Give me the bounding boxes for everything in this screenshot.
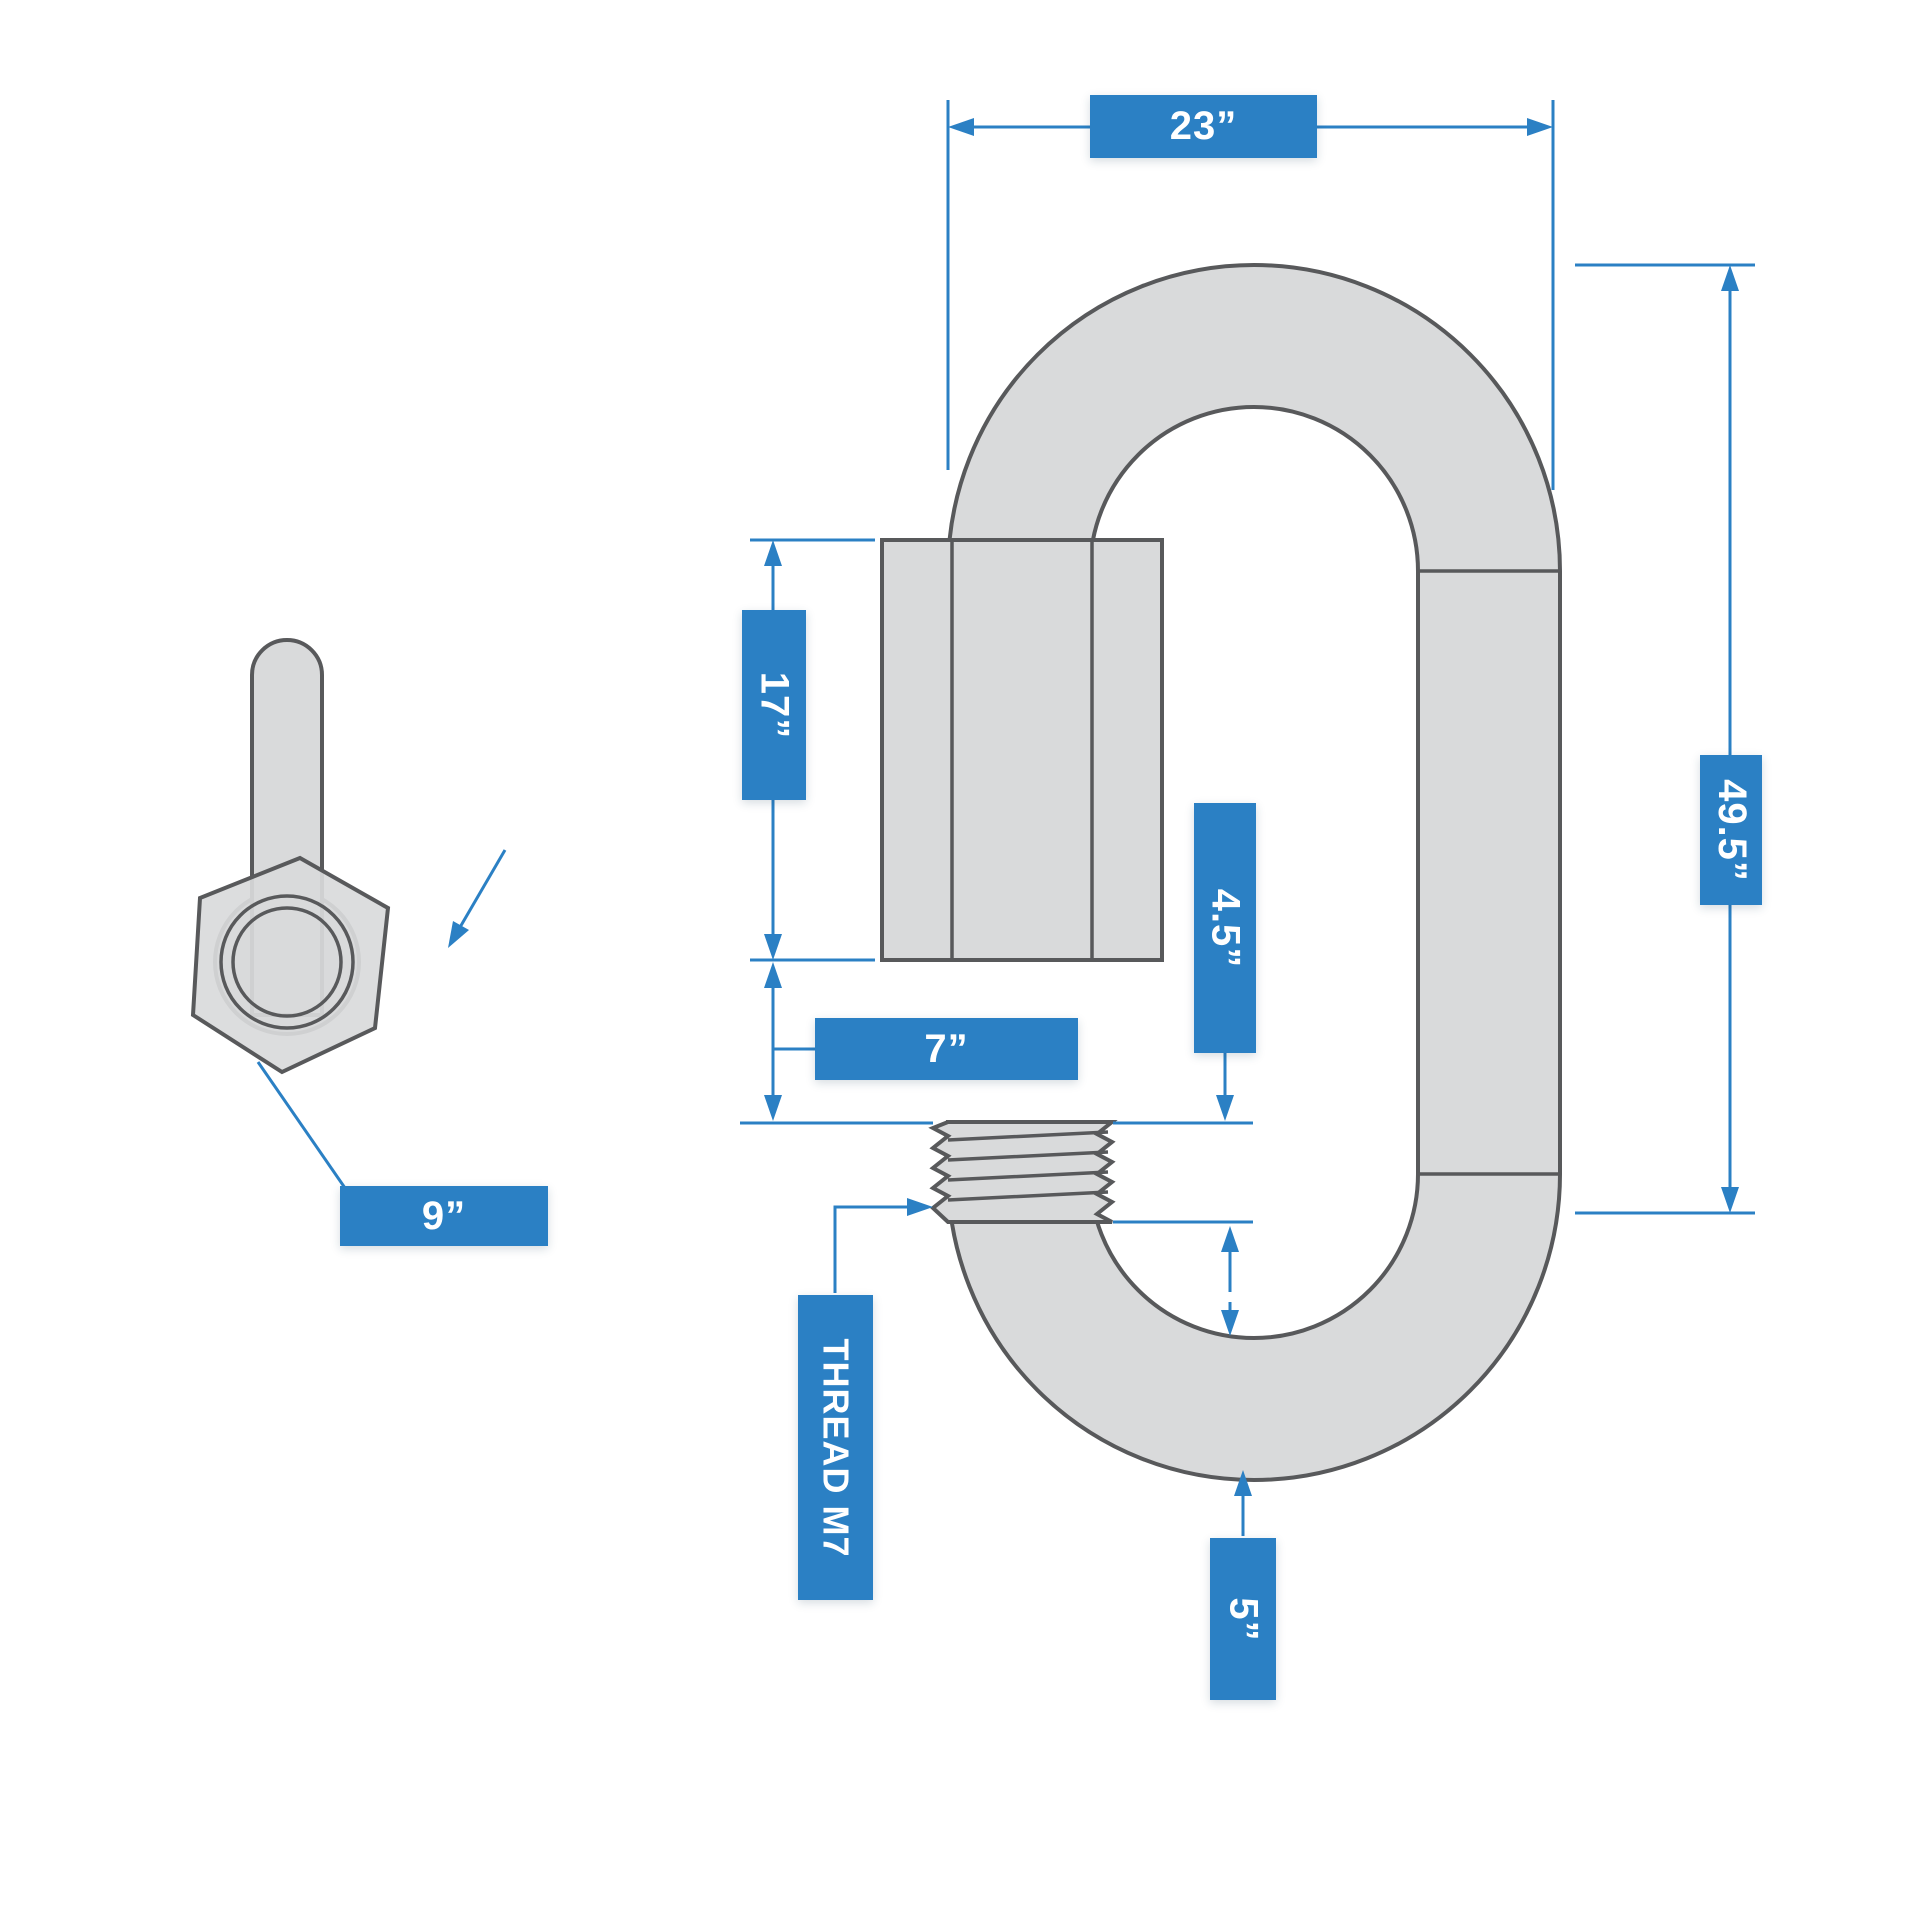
overall-length-label: 49.5” (1709, 778, 1754, 882)
thread-length-label: 4.5” (1203, 888, 1248, 968)
pin-length-label: 9” (421, 1193, 467, 1238)
badge-sleeve-length: 17” (742, 610, 806, 800)
badge-material-diameter: 5” (1210, 1538, 1276, 1700)
sleeve-length-label: 17” (752, 671, 797, 739)
material-diameter-label: 5” (1221, 1596, 1266, 1642)
nut-bore-ring (219, 894, 355, 1030)
thread-section (928, 1120, 1118, 1224)
dim-overall-length (1575, 263, 1755, 1215)
dim-material-diameter (1221, 1302, 1252, 1536)
thread-ridges (947, 1130, 1109, 1202)
overall-width-label: 23” (1169, 104, 1238, 148)
badge-thread-spec: THREAD M7 (798, 1295, 873, 1600)
badge-overall-length: 49.5” (1700, 755, 1762, 905)
pin-and-nut (190, 638, 391, 1075)
sleeve-nut (880, 538, 1164, 962)
thread-spec-label: THREAD M7 (815, 1337, 857, 1558)
badge-opening-gap: 7” (815, 1018, 1078, 1080)
dimension-lines (256, 100, 1755, 1536)
badge-pin-length: 9” (340, 1186, 548, 1246)
dim-opening-gap (740, 962, 933, 1125)
leader-pin-length (256, 849, 507, 1189)
badge-overall-width: 23” (1090, 95, 1317, 158)
badge-thread-length: 4.5” (1194, 803, 1256, 1053)
leader-thread-spec (833, 1198, 933, 1293)
dim-thread-length (1113, 1053, 1253, 1292)
opening-gap-label: 7” (924, 1026, 969, 1071)
hex-nut (190, 855, 391, 1075)
nut-bore-inner (231, 906, 343, 1018)
